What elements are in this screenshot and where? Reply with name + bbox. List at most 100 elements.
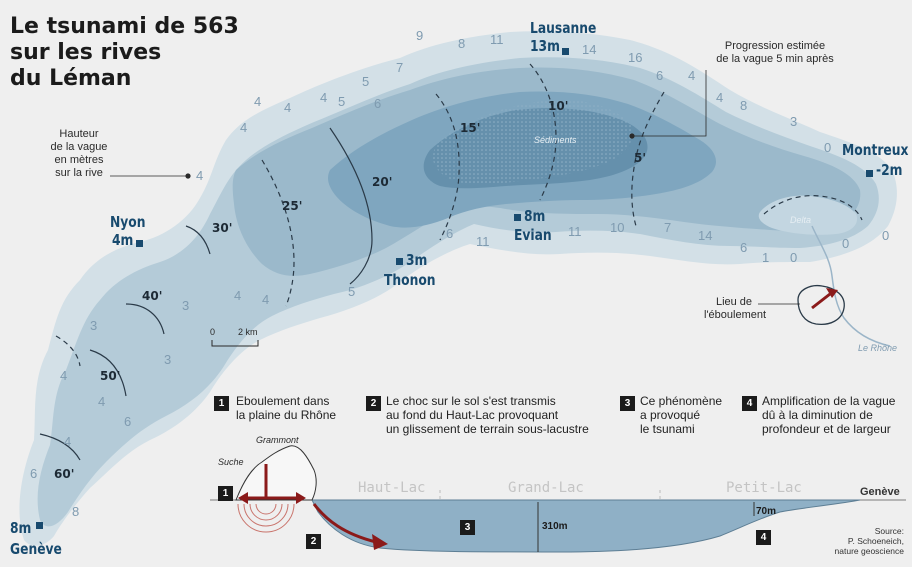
shore-height-n8c: 8 <box>72 504 79 519</box>
title-line-1: Le tsunami de 563 <box>10 14 239 39</box>
rhone-river <box>811 225 891 347</box>
profile-badge-1: 1 <box>218 486 233 501</box>
step-3-line-3: le tsunami <box>640 422 695 436</box>
delta-zone <box>758 195 858 235</box>
wave-front-line-30 <box>185 225 211 255</box>
wave-front-line-delta <box>763 195 863 221</box>
step-4-badge: 4 <box>742 396 757 411</box>
wave-front-label-w20: 20' <box>372 175 392 189</box>
step-3-badge: 3 <box>620 396 635 411</box>
petit-lac-label: Petit-Lac <box>726 480 802 496</box>
wave-height-line-4: sur la rive <box>55 167 103 179</box>
shore-height-n5b: 5 <box>338 94 345 109</box>
progression-line-2: de la vague 5 min après <box>716 53 834 65</box>
nyon-marker <box>136 240 143 247</box>
step-2-line-2: au fond du Haut-Lac provoquant <box>386 408 559 422</box>
source-line-2: P. Schoeneich, <box>847 536 904 546</box>
source-credit: Source: P. Schoeneich, nature geoscience <box>835 526 904 556</box>
shock-ring-4 <box>237 503 295 533</box>
haut-lac-label: Haut-Lac <box>358 480 426 496</box>
lausanne-height: 13m <box>530 37 560 55</box>
step-2-line-1: Le choc sur le sol s'est transmis <box>386 394 556 408</box>
rhone-label: Le Rhône <box>858 343 898 353</box>
shore-height-n14a: 14 <box>582 42 596 57</box>
wave-front-line-25 <box>261 159 295 307</box>
page-title: Le tsunami de 563 sur les rives du Léman <box>10 14 250 92</box>
landslide-arrowhead <box>372 534 388 550</box>
lake-cross-section <box>311 499 861 553</box>
sediments-area <box>432 99 633 185</box>
shore-height-n6a: 6 <box>656 68 663 83</box>
right-arrowhead <box>296 492 306 504</box>
step-1-line-2: la plaine du Rhône <box>236 408 337 422</box>
shore-height-n4a: 4 <box>688 68 695 83</box>
collapse-line-1: Lieu de <box>715 296 753 308</box>
step-3-line-2: a provoqué <box>640 408 701 422</box>
wave-front-line-60 <box>39 433 81 461</box>
step-4-text: Amplification de la vague dû à la diminu… <box>762 394 895 436</box>
wave-front-label-w40: 40' <box>142 289 162 303</box>
step-4-line-1: Amplification de la vague <box>762 394 896 408</box>
step-4-line-3: profondeur et de largeur <box>762 422 891 436</box>
collapse-arrowhead <box>826 288 838 298</box>
wave-front-line-20 <box>329 127 373 285</box>
wave-front-line-50 <box>89 349 127 397</box>
montreux-marker <box>866 170 873 177</box>
step-2-line-3: un glissement de terrain sous-lacustre <box>386 422 589 436</box>
step-2-text: Le choc sur le sol s'est transmis au fon… <box>386 394 589 436</box>
shore-height-n4h: 4 <box>234 288 241 303</box>
shore-height-n0d: 0 <box>882 228 889 243</box>
wave-front-line-40 <box>125 303 165 335</box>
thonon-height: 3m <box>406 251 428 269</box>
wave-front-line-10 <box>529 63 557 201</box>
progression-line-1: Progression estimée <box>724 40 826 52</box>
step-2-badge: 2 <box>366 396 381 411</box>
progression-legend: Progression estimée de la vague 5 min ap… <box>700 40 850 66</box>
shore-height-n4e: 4 <box>240 120 247 135</box>
shore-height-n9: 9 <box>416 28 423 43</box>
shore-height-n8a: 8 <box>458 36 465 51</box>
profile-badge-3: 3 <box>460 520 475 535</box>
scale-km: 2 km <box>238 327 258 337</box>
nyon-name: Nyon <box>110 213 146 231</box>
source-line-3: nature geoscience <box>834 546 904 556</box>
left-arrowhead <box>238 492 248 504</box>
shore-height-n4g: 4 <box>196 168 203 183</box>
nyon-height: 4m <box>112 231 134 249</box>
shore-height-n1: 1 <box>762 250 769 265</box>
shore-height-n0c: 0 <box>842 236 849 251</box>
shore-height-n14b: 14 <box>698 228 712 243</box>
lausanne-name: Lausanne <box>530 19 597 37</box>
depth-petit-label: 70m <box>756 506 777 517</box>
shore-height-n3d: 3 <box>90 318 97 333</box>
wave-front-label-w10: 10' <box>548 99 568 113</box>
step-1-line-1: Eboulement dans <box>236 394 330 408</box>
shore-height-n3c: 3 <box>164 352 171 367</box>
shore-height-n3b: 3 <box>182 298 189 313</box>
shore-height-n6f: 6 <box>740 240 747 255</box>
shore-height-n0b: 0 <box>790 250 797 265</box>
depth-grand-label: 310m <box>542 521 568 532</box>
shore-height-n11b: 11 <box>476 234 490 249</box>
wave-height-line-1: Hauteur <box>59 128 99 140</box>
shore-height-n16: 16 <box>628 50 642 65</box>
shore-height-n7b: 7 <box>664 220 671 235</box>
wave-front-label-w50: 50' <box>100 369 120 383</box>
wave-front-label-w25: 25' <box>282 199 302 213</box>
profile-badge-4: 4 <box>756 530 771 545</box>
shore-height-n11c: 11 <box>568 224 582 239</box>
geneve-name: Genève <box>10 540 62 558</box>
wave-height-line-2: de la vague <box>50 141 108 153</box>
title-line-3: du Léman <box>10 66 132 91</box>
wave-front-line-15 <box>435 93 460 241</box>
profile-geneve-label: Genève <box>860 486 900 498</box>
scale-bar <box>211 340 259 347</box>
montreux-name: Montreux <box>842 141 909 159</box>
shore-height-n6e: 6 <box>446 226 453 241</box>
grammont-mountain <box>235 445 317 501</box>
collapse-label: Lieu de l'éboulement <box>704 296 766 322</box>
geneve-height: 8m <box>10 519 32 537</box>
step-3-text: Ce phénomène a provoqué le tsunami <box>640 394 722 436</box>
